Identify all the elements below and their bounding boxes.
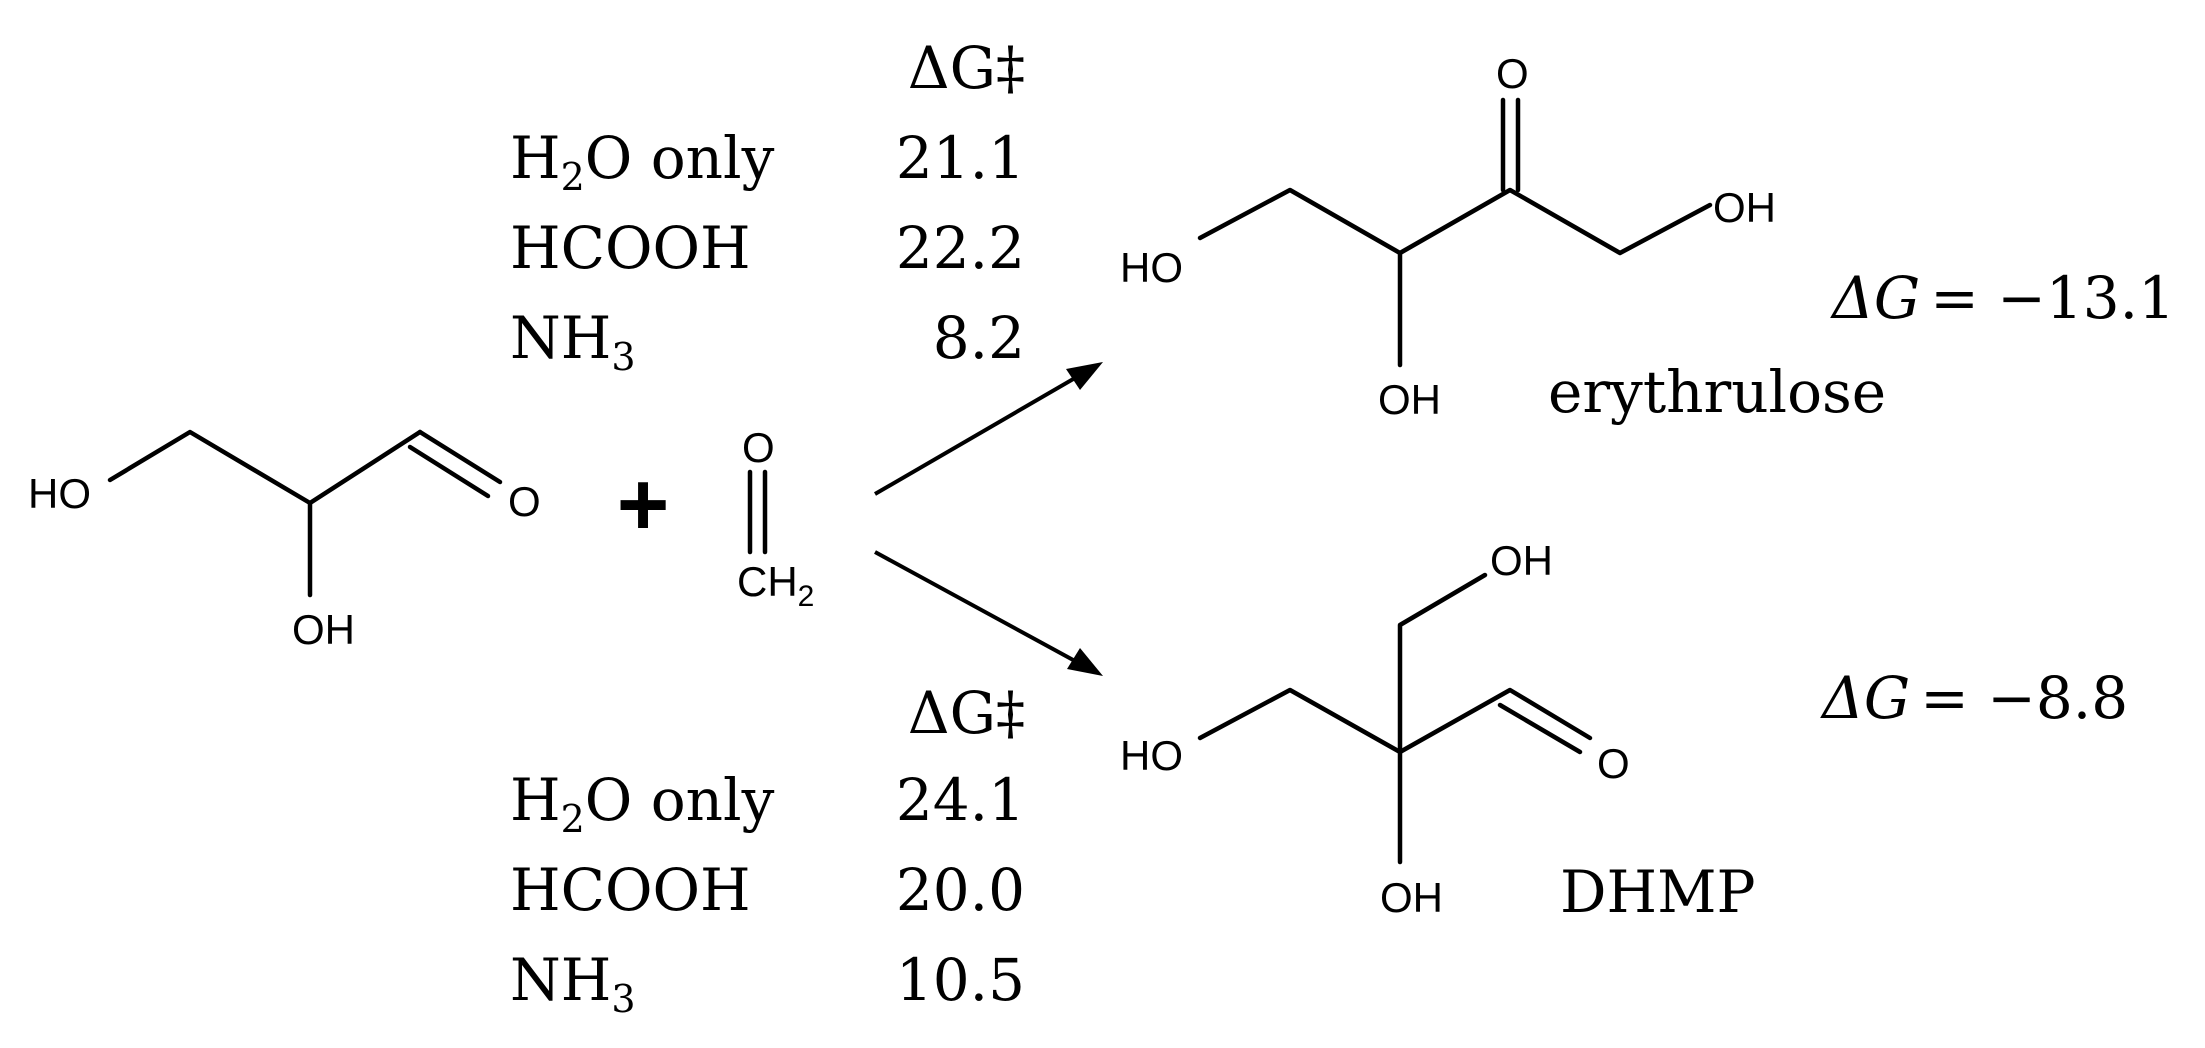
bottom-table-header: ΔG‡ <box>908 679 1025 747</box>
erythrulose-delta-g: ΔG= −13.1 <box>1830 264 2175 332</box>
glyceraldehyde-carbonyl-double-bond <box>407 444 491 499</box>
formaldehyde-structure: O CH2 <box>737 424 814 613</box>
top-row-hcooh: HCOOH 22.2 <box>510 214 1025 282</box>
top-row-h2o-value: 21.1 <box>896 124 1025 192</box>
erythrulose-oh-bottom-label: OH <box>1378 376 1441 423</box>
bottom-row-h2o-value: 24.1 <box>896 766 1025 834</box>
erythrulose-oh-right-label: OH <box>1713 184 1776 231</box>
erythrulose-o-label: O <box>1496 50 1529 97</box>
bottom-row-hcooh: HCOOH 20.0 <box>510 856 1025 924</box>
bottom-row-nh3-label: NH3 <box>510 946 636 1021</box>
dhmp-name: DHMP <box>1560 858 1756 926</box>
erythrulose-structure: HO OH OH O erythrulose <box>1120 50 1886 426</box>
bottom-row-h2o: H2O only 24.1 <box>510 766 1025 841</box>
top-row-nh3: NH3 8.2 <box>510 304 1025 379</box>
bottom-row-nh3: NH3 10.5 <box>510 946 1025 1021</box>
dhmp-delta-g: ΔG= −8.8 <box>1820 664 2128 732</box>
glyceraldehyde-chain-bond <box>107 429 423 506</box>
dhmp-ho-label: HO <box>1120 732 1183 779</box>
bottom-row-h2o-label: H2O only <box>510 766 775 841</box>
top-row-h2o-label: H2O only <box>510 124 775 199</box>
bottom-barrier-table: ΔG‡ H2O only 24.1 HCOOH 20.0 NH3 10.5 <box>510 679 1025 1021</box>
top-row-nh3-label: NH3 <box>510 304 636 379</box>
arrow-to-erythrulose <box>873 362 1103 496</box>
top-barrier-table: ΔG‡ H2O only 21.1 HCOOH 22.2 NH3 8.2 <box>510 34 1025 379</box>
dhmp-oh-top-label: OH <box>1490 537 1553 584</box>
top-table-header: ΔG‡ <box>908 34 1025 102</box>
dhmp-structure: HO OH OH O DHMP <box>1120 537 1756 926</box>
glyceraldehyde-carbonyl-bond <box>417 429 503 485</box>
top-row-hcooh-value: 22.2 <box>896 214 1025 282</box>
bottom-row-hcooh-label: HCOOH <box>510 856 751 924</box>
bottom-row-hcooh-value: 20.0 <box>896 856 1025 924</box>
top-row-nh3-value: 8.2 <box>933 304 1025 372</box>
glyceraldehyde-oh-label: OH <box>292 606 355 653</box>
formaldehyde-ch2-label: CH2 <box>737 558 814 613</box>
dhmp-o-label: O <box>1597 740 1630 787</box>
dhmp-hydroxymethyl-bond <box>1397 572 1488 755</box>
top-row-hcooh-label: HCOOH <box>510 214 751 282</box>
plus-sign: + <box>617 455 670 555</box>
top-row-h2o: H2O only 21.1 <box>510 124 1025 199</box>
arrow-to-dhmp <box>874 550 1103 676</box>
glyceraldehyde-o-label: O <box>508 478 541 525</box>
erythrulose-chain-bond <box>1197 187 1713 256</box>
glyceraldehyde-structure: HO OH O <box>28 429 541 653</box>
dhmp-oh-bottom-label: OH <box>1380 874 1443 921</box>
glyceraldehyde-ho-label: HO <box>28 470 91 517</box>
dhmp-carbonyl-double-bond <box>1497 702 1583 755</box>
erythrulose-name: erythrulose <box>1548 358 1886 426</box>
formaldehyde-o-label: O <box>742 424 775 471</box>
erythrulose-ho-label: HO <box>1120 244 1183 291</box>
bottom-row-nh3-value: 10.5 <box>896 946 1025 1014</box>
